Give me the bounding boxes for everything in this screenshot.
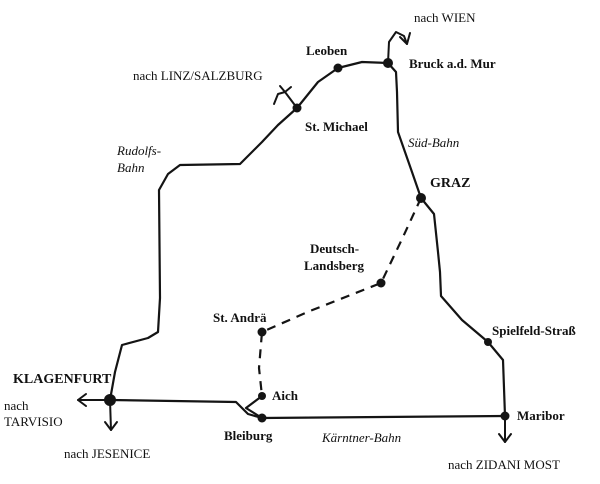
- station-bleiburg: [257, 413, 267, 423]
- station-leoben: [333, 63, 343, 73]
- label-bleiburg: Bleiburg: [224, 428, 273, 443]
- rudolfsbahn-line: [108, 60, 390, 402]
- suedbahn-line: [386, 61, 507, 418]
- label-st-andrae: St. Andrä: [213, 310, 267, 325]
- label-klagenfurt: KLAGENFURT: [13, 372, 112, 387]
- station-maribor: [500, 411, 510, 421]
- label-st-michael: St. Michael: [305, 119, 368, 134]
- label-nach-tarvisio-2: TARVISIO: [4, 414, 63, 429]
- branch-line-dashed: [257, 197, 422, 397]
- label-graz: GRAZ: [430, 176, 470, 191]
- label-spielfeld: Spielfeld-Straß: [492, 323, 576, 338]
- kaerntnerbahn-line: [108, 398, 507, 420]
- station-spielfeld: [484, 338, 492, 346]
- label-kaerntnerbahn: Kärntner-Bahn: [321, 430, 401, 445]
- station-st-michael: [292, 103, 302, 113]
- label-deutschlandsberg-2: Landsberg: [304, 258, 364, 273]
- station-aich: [258, 392, 266, 400]
- label-nach-wien: nach WIEN: [414, 10, 476, 25]
- label-leoben: Leoben: [306, 43, 348, 58]
- label-suedbahn: Süd-Bahn: [408, 135, 459, 150]
- station-deutschlandsberg: [376, 278, 386, 288]
- label-deutschlandsberg-1: Deutsch-: [310, 241, 359, 256]
- station-klagenfurt: [104, 394, 116, 406]
- label-rudolfsbahn-1: Rudolfs-: [116, 143, 161, 158]
- label-maribor: Maribor: [517, 408, 565, 423]
- label-nach-tarvisio-1: nach: [4, 398, 29, 413]
- aich-link: [244, 394, 264, 420]
- label-nach-linz-salzburg: nach LINZ/SALZBURG: [133, 68, 263, 83]
- label-nach-jesenice: nach JESENICE: [64, 446, 150, 461]
- label-rudolfsbahn-2: Bahn: [117, 160, 144, 175]
- arrow-linz-salzburg: [273, 85, 298, 109]
- arrow-wien: [387, 31, 411, 64]
- station-graz: [416, 193, 426, 203]
- station-st-andrae: [257, 327, 267, 337]
- label-aich: Aich: [272, 388, 299, 403]
- station-bruck: [383, 58, 393, 68]
- label-nach-zidani-most: nach ZIDANI MOST: [448, 457, 560, 472]
- label-bruck: Bruck a.d. Mur: [409, 56, 496, 71]
